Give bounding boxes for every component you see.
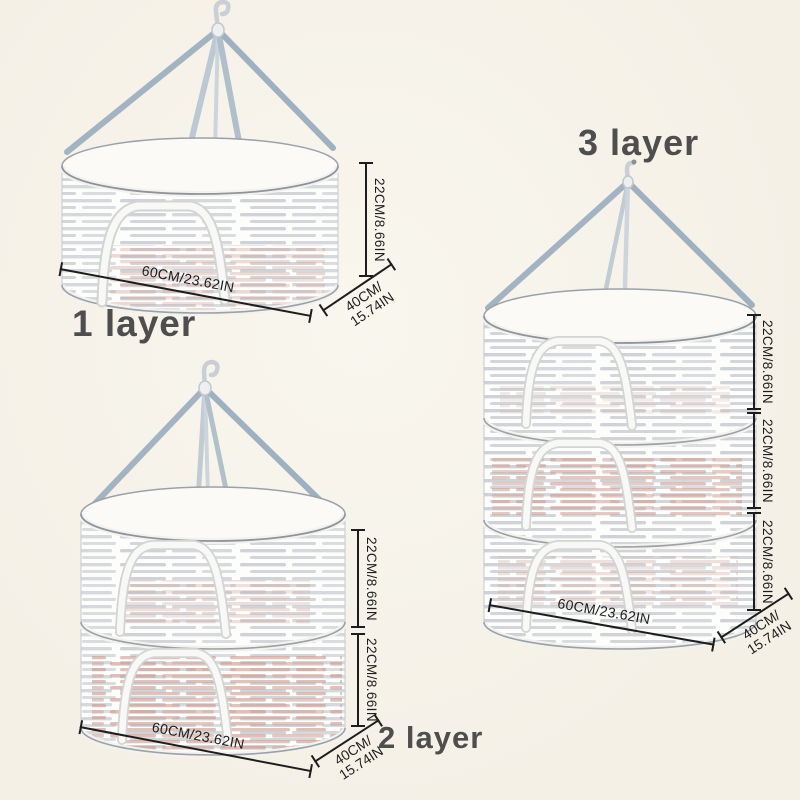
dimension-tick: [351, 529, 365, 531]
dimension-line: [753, 314, 755, 410]
label-1-layer: 1 layer: [72, 303, 197, 344]
height-dimension-label: 22CM/8.66IN: [364, 638, 379, 722]
dimension-tick: [351, 626, 365, 628]
label-3-layer: 3 layer: [578, 122, 700, 163]
dimension-line: [753, 412, 755, 509]
height-dimension-label: 22CM/8.66IN: [364, 536, 379, 621]
dimension-tick: [747, 314, 761, 316]
label-2-layer: 2 layer: [378, 720, 484, 755]
dimension-tick: [351, 633, 365, 635]
dimension-tick: [747, 507, 761, 509]
dimension-tick: [359, 162, 373, 164]
height-dimension-label: 22CM/8.66IN: [760, 519, 775, 604]
mesh-basket: [59, 137, 341, 316]
hanging-hook-icon: [213, 0, 231, 33]
height-dimension-3layer-top: 22CM/8.66IN: [747, 314, 777, 410]
dimension-line: [357, 529, 359, 628]
dimension-line: [365, 162, 367, 277]
height-dimension-label: 22CM/8.66IN: [372, 177, 387, 262]
height-dimension-label: 22CM/8.66IN: [760, 418, 775, 503]
dimension-tick: [359, 275, 373, 277]
dimension-tick: [747, 408, 761, 410]
dimension-tick: [747, 609, 761, 611]
dimension-tick: [351, 725, 365, 727]
dimension-line: [357, 633, 359, 727]
dimension-line: [753, 512, 755, 611]
height-dimension-2layer-top: 22CM/8.66IN: [351, 529, 381, 628]
height-dimension-label: 22CM/8.66IN: [760, 320, 775, 404]
net-2-layer-illustration: [78, 359, 348, 758]
hanging-hook-icon: [201, 359, 220, 391]
height-dimension-3layer-bottom: 22CM/8.66IN: [747, 512, 777, 611]
dimension-tick: [747, 412, 761, 414]
hanging-straps: [64, 22, 336, 192]
dimension-tick: [747, 512, 761, 514]
net-3-layer-illustration: [481, 159, 759, 652]
net-1-layer-illustration: [59, 0, 341, 316]
mesh-basket: [481, 288, 759, 652]
mesh-basket: [78, 486, 348, 758]
height-dimension-3layer-middle: 22CM/8.66IN: [747, 412, 777, 509]
height-dimension-2layer-bottom: 22CM/8.66IN: [351, 633, 381, 727]
height-dimension-1layer: 22CM/8.66IN: [359, 162, 389, 277]
